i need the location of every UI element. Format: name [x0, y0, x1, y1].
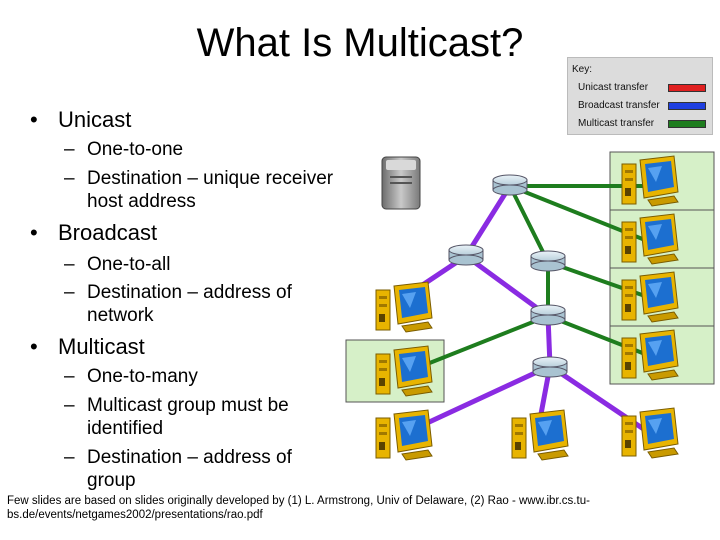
- computer-icon: [375, 409, 433, 461]
- broadcast-link: [409, 363, 553, 433]
- broadcast-link: [463, 183, 513, 259]
- bullet-list: •Unicast –One-to-one –Destination – uniq…: [0, 0, 340, 500]
- multicast-link: [508, 184, 550, 264]
- router-icon: [530, 250, 566, 272]
- router-icon: [532, 356, 568, 378]
- sub-bullet: –Multicast group must be identified: [64, 395, 289, 439]
- legend-swatch-red: [668, 84, 706, 92]
- legend-key: Key: Unicast transfer Broadcast transfer…: [567, 57, 713, 135]
- sub-bullet: –One-to-all: [64, 254, 171, 275]
- legend-item-multicast: Multicast transfer: [578, 118, 710, 131]
- legend-label: Unicast transfer: [578, 82, 649, 93]
- legend-item-broadcast: Broadcast transfer: [578, 100, 710, 113]
- computer-icon: [375, 281, 433, 333]
- router-icon: [530, 304, 566, 326]
- sub-bullet: –Destination – address of group: [64, 447, 292, 491]
- computer-icon: [511, 409, 569, 461]
- legend-label: Multicast transfer: [578, 118, 655, 129]
- bullet-unicast: •Unicast: [30, 107, 132, 132]
- server-icon: [381, 156, 421, 210]
- sub-bullet: –One-to-one: [64, 139, 184, 160]
- footnote: Few slides are based on slides originall…: [7, 495, 590, 521]
- broadcast-link: [463, 253, 551, 319]
- legend-item-unicast: Unicast transfer: [578, 82, 710, 95]
- router-icon: [492, 174, 528, 196]
- sub-bullet: –One-to-many: [64, 366, 198, 387]
- legend-heading: Key:: [572, 64, 593, 75]
- legend-label: Broadcast transfer: [578, 100, 660, 111]
- legend-swatch-green: [668, 120, 706, 128]
- multicast-link: [410, 314, 550, 372]
- computer-icon: [621, 407, 679, 459]
- bullet-multicast: •Multicast: [30, 334, 145, 359]
- legend-swatch-blue: [668, 102, 706, 110]
- bullet-broadcast: •Broadcast: [30, 220, 158, 245]
- router-icon: [448, 244, 484, 266]
- sub-bullet: –Destination – address of network: [64, 282, 292, 326]
- slide-title: What Is Multicast?: [196, 21, 524, 65]
- sub-bullet: –Destination – unique receiver host addr…: [64, 168, 334, 212]
